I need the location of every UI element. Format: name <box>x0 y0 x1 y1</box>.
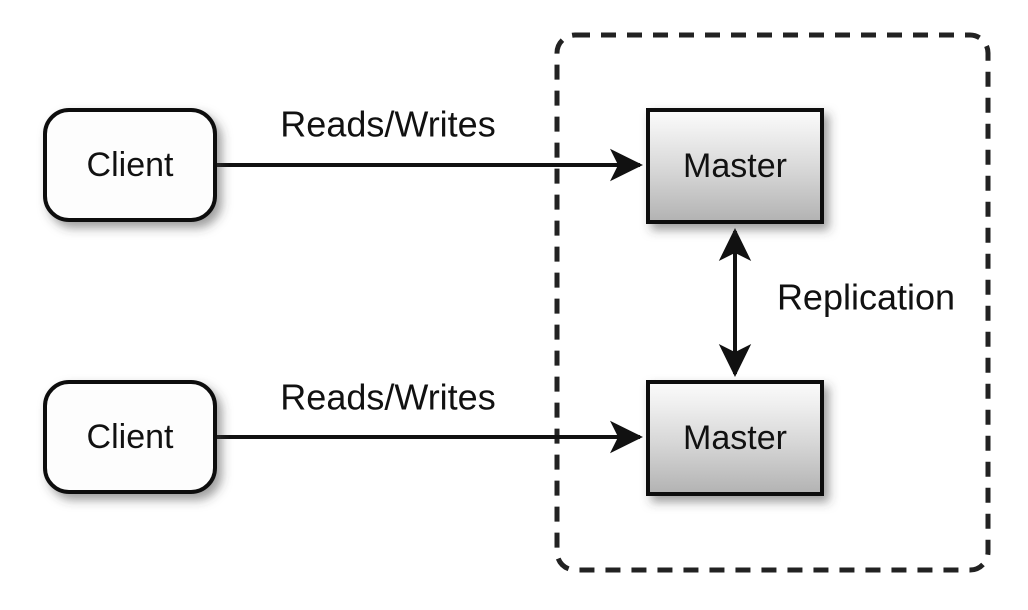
client-bottom-box[interactable] <box>43 380 217 494</box>
node-client-bottom[interactable]: Client <box>43 380 217 494</box>
node-master-bottom[interactable]: Master <box>646 380 824 496</box>
reads-writes-top-label: Reads/Writes <box>280 104 495 145</box>
node-master-top[interactable]: Master <box>646 108 824 224</box>
master-top-label: Master <box>683 147 787 185</box>
master-bottom-label: Master <box>683 419 787 457</box>
master-bottom-box[interactable] <box>646 380 824 496</box>
replication-label: Replication <box>777 277 955 318</box>
reads-writes-bottom-label: Reads/Writes <box>280 377 495 418</box>
client-top-label: Client <box>87 146 174 184</box>
node-client-top[interactable]: Client <box>43 108 217 222</box>
client-bottom-label: Client <box>87 418 174 456</box>
client-top-box[interactable] <box>43 108 217 222</box>
master-top-box[interactable] <box>646 108 824 224</box>
replication-cluster-boundary <box>554 32 991 573</box>
